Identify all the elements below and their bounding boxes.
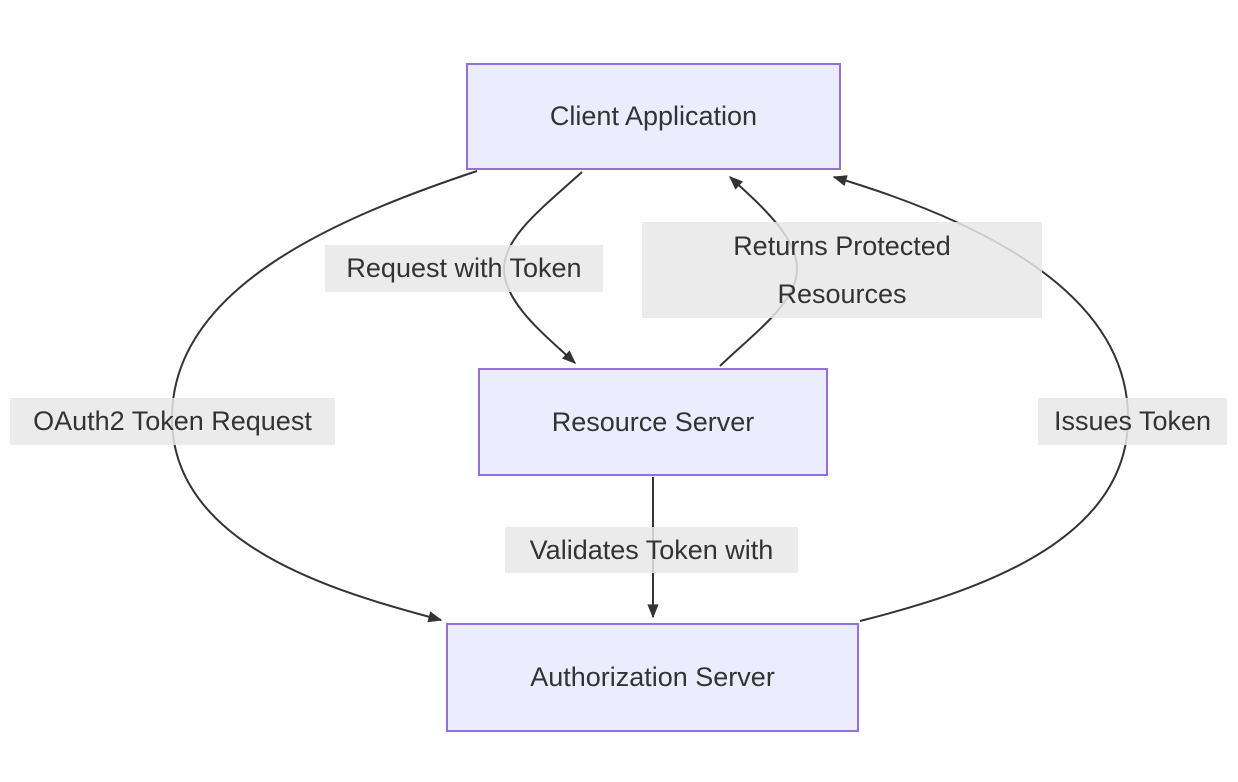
edge-label-text: Issues Token (1053, 406, 1212, 436)
edge-label-text-line-1: Returns Protected (733, 231, 951, 261)
edge-label-text-line-2: Resources (777, 279, 907, 309)
edge-label-issues-token: Issues Token (1038, 398, 1227, 445)
edge-client-to-authorization (170, 170, 478, 623)
edge-label-request-with-token: Request with Token (325, 245, 603, 292)
node-client-application: Client Application (466, 63, 841, 170)
node-label: Client Application (549, 101, 758, 131)
node-label: Authorization Server (530, 662, 775, 692)
edge-label-text: Validates Token with (529, 535, 774, 565)
edge-label-oauth2-token-request: OAuth2 Token Request (10, 398, 335, 445)
edge-label-returns-protected-resources: Returns Protected Resources (642, 222, 1042, 318)
node-resource-server: Resource Server (478, 368, 828, 476)
edge-label-text: OAuth2 Token Request (33, 406, 312, 436)
edge-label-validates-token-with: Validates Token with (505, 527, 798, 573)
node-label: Resource Server (551, 406, 755, 437)
node-authorization-server: Authorization Server (446, 623, 859, 732)
edge-label-text: Request with Token (346, 253, 582, 283)
